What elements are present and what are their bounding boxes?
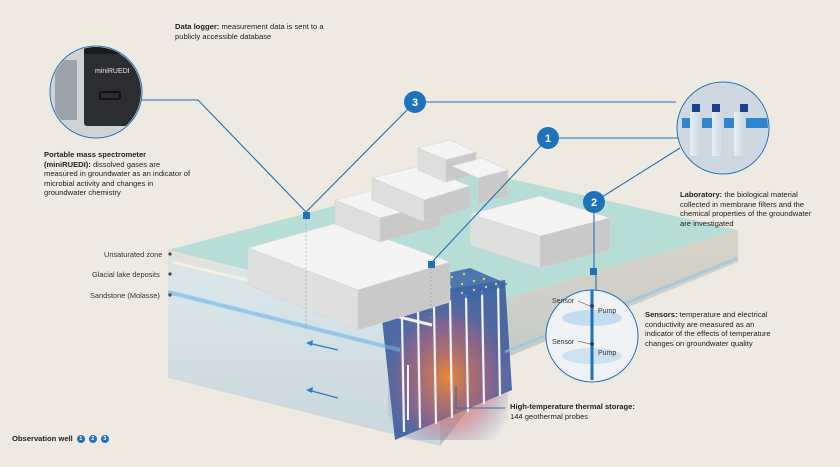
well-1-marker [428, 261, 435, 268]
thermal-caption: High-temperature thermal storage: 144 ge… [510, 402, 680, 421]
legend-badge-2: 2 [88, 434, 97, 443]
layer-sandstone: Sandstone (Molasse) [90, 291, 160, 300]
pump-label-1: Pump [598, 308, 616, 315]
flow-arrow [307, 389, 339, 399]
svg-text:1: 1 [545, 133, 551, 145]
building-large [247, 221, 451, 331]
layer-unsaturated: Unsaturated zone [104, 250, 163, 259]
laboratory-title: Laboratory: [680, 190, 723, 199]
sensors-caption: Sensors: temperature and electrical cond… [645, 310, 785, 348]
sensors-text: temperature and electrical conductivity … [645, 310, 771, 348]
sensors-title: Sensors: [645, 310, 678, 319]
soil-front-face [168, 250, 440, 446]
well-3-marker [303, 212, 310, 219]
device-label: miniRUEDI [95, 68, 130, 75]
thermal-text: 144 geothermal probes [510, 411, 589, 421]
building-right [468, 195, 612, 269]
aquifer-line [167, 290, 401, 352]
heat-glow [388, 300, 508, 440]
legend: Observation well 1 2 3 [12, 434, 109, 443]
laboratory-caption: Laboratory: the biological material coll… [680, 190, 820, 228]
data-logger-title: Data logger: [175, 22, 220, 31]
legend-badge-3: 3 [100, 434, 109, 443]
legend-badge-1: 1 [76, 434, 85, 443]
soil-side-face [440, 230, 738, 446]
sensor-label-2: Sensor [552, 339, 575, 346]
thermal-title: High-temperature thermal storage: [510, 402, 635, 411]
well-badge-1: 1 [537, 127, 559, 149]
mass-spec-text: dissolved gases are measured in groundwa… [44, 159, 191, 198]
well-badge-2: 2 [583, 191, 605, 213]
laboratory-text: the biological material collected in mem… [680, 190, 812, 228]
svg-text:2: 2 [591, 197, 597, 209]
well-2-marker [590, 268, 597, 275]
data-logger-text: measurement data is sent to a publicly a… [175, 22, 324, 41]
building-cluster [371, 139, 509, 223]
legend-title: Observation well [12, 434, 73, 443]
data-logger-caption: Data logger: measurement data is sent to… [175, 22, 335, 41]
pump-label-2: Pump [598, 350, 616, 357]
geothermal-probes [400, 284, 502, 433]
svg-text:3: 3 [412, 97, 418, 109]
mass-spec-caption: Portable mass spectrometer (miniRUEDI): … [44, 150, 194, 198]
sensor-label-1: Sensor [552, 298, 575, 305]
mass-spec-title: Portable mass spectrometer (miniRUEDI): [44, 150, 147, 169]
layer-glacial: Glacial lake deposits [92, 270, 160, 279]
leader-lines [140, 99, 690, 409]
flow-arrow [307, 342, 339, 351]
well-badge-3: 3 [404, 91, 426, 113]
